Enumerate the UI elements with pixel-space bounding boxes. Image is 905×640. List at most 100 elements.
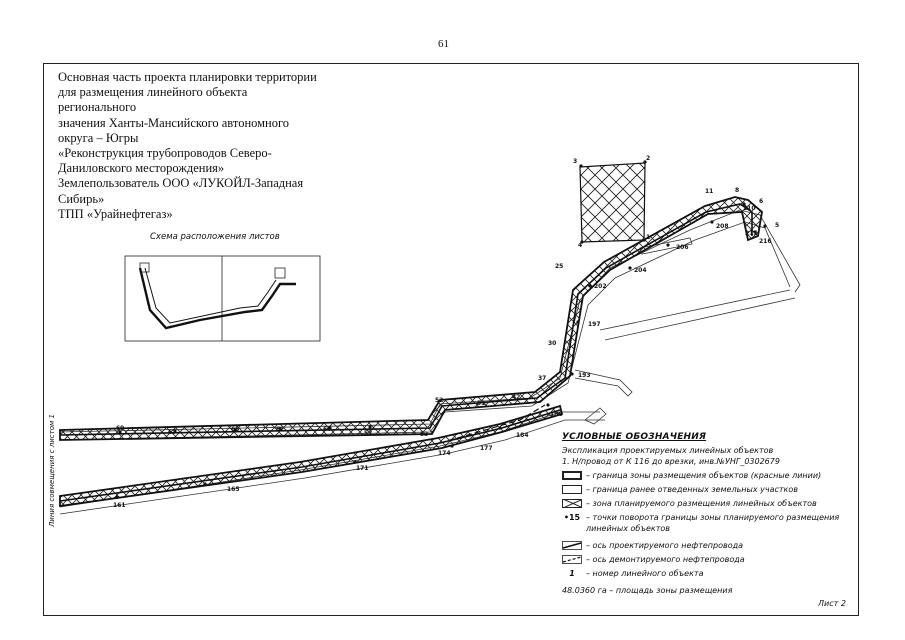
turn-point (642, 238, 646, 242)
map-point-label: 65 (231, 426, 239, 433)
turn-point (576, 320, 580, 324)
map-point-label: 174 (438, 450, 451, 457)
legend-continuation: линейных объектов (586, 524, 670, 533)
turn-point (579, 164, 583, 168)
legend-item-text: – ось проектируемого нефтепровода (586, 541, 744, 550)
site-area (579, 162, 646, 243)
turn-point (353, 460, 357, 464)
map-point-label: 30 (548, 340, 556, 347)
turn-point (498, 426, 502, 430)
title-line: Землепользователь ООО «ЛУКОЙЛ-Западная (58, 176, 304, 191)
axis-projected-north (59, 203, 753, 436)
inset-pipeline-2 (144, 267, 277, 324)
map-point-label: 37 (538, 375, 546, 382)
turn-point (666, 243, 670, 247)
map-point-label: 8 (735, 187, 739, 194)
legend-area-line: 48.0360 га – площадь зоны размещения (562, 586, 733, 595)
map-point-label: 186 (550, 411, 563, 418)
inset-frame (124, 255, 321, 342)
turn-point (278, 427, 282, 431)
axis-dismantled (439, 404, 546, 444)
map-point-label: 11 (705, 188, 713, 195)
map-point-label: 177 (480, 445, 493, 452)
allotted-small (584, 407, 607, 425)
allotted-road (599, 289, 796, 341)
inset-site-2 (274, 267, 286, 279)
title-line: Даниловского месторождения» (58, 161, 225, 176)
map-point-label: 42 (512, 394, 520, 401)
legend-item-text: – зона планируемого размещения линейных … (586, 499, 817, 508)
turn-point-symbol: •15 (563, 513, 581, 522)
turn-point (580, 240, 584, 244)
turn-point (328, 426, 332, 430)
turn-point (203, 482, 207, 486)
planned-zone (59, 196, 763, 508)
zone-corridor-south (59, 404, 564, 508)
zone-corridor-north (59, 196, 763, 441)
legend-item-allotted: – граница ранее отведенных земельных уча… (562, 484, 852, 495)
turn-point (173, 429, 177, 433)
object-number-symbol: 1 (569, 569, 575, 578)
turn-point (643, 160, 647, 164)
map-point-label: 210 (743, 205, 756, 212)
map-point-label: 52 (435, 397, 443, 404)
legend-item-red-lines: – граница зоны размещения объектов (крас… (562, 470, 852, 481)
legend-item-turn-points: •15 – точки поворота границы зоны планир… (562, 512, 852, 523)
legend-explication-title: Экспликация проектируемых линейных объек… (562, 446, 774, 455)
map-point-label: 53 (420, 431, 428, 438)
map-point-label: 3 (573, 158, 577, 165)
dismantled-axis-swatch (562, 555, 582, 564)
hatched-zone-swatch (562, 499, 582, 508)
inset-scheme (124, 255, 321, 342)
turn-point (233, 428, 237, 432)
turn-point (115, 495, 119, 499)
turn-point (588, 284, 592, 288)
legend: УСЛОВНЫЕ ОБОЗНАЧЕНИЯ Экспликация проекти… (562, 432, 852, 596)
turn-point (118, 430, 122, 434)
map-point-label: 60 (323, 426, 331, 433)
map-point-label: 216 (759, 238, 772, 245)
legend-item-dismantled-axis: – ось демонтируемого нефтепровода (562, 554, 852, 565)
turn-point (570, 372, 574, 376)
map-point-label: 206 (676, 244, 689, 251)
title-line: для размещения линейного объекта (58, 85, 248, 100)
inset-label: Схема расположения листов (150, 232, 280, 242)
sheet-label: Лист 2 (818, 599, 846, 608)
map-point-label: 6 (759, 198, 763, 205)
red-boundary-swatch (562, 471, 582, 480)
turn-point (742, 202, 746, 206)
title-line: округа – Югры (58, 130, 139, 145)
allotted-line-4 (59, 419, 605, 515)
turn-point (546, 403, 550, 407)
title-line: регионального (58, 100, 137, 115)
map-point-label: 4 (578, 242, 582, 249)
map-point-label: 69 (116, 425, 124, 432)
sheet-frame (43, 63, 859, 616)
map-point-label: 193 (578, 372, 591, 379)
map-point-label: 51 (477, 400, 485, 407)
map-point-label: 165 (227, 486, 240, 493)
legend-object-line: 1. Н/провод от К 116 до врезки, инв.№УНГ… (562, 457, 780, 466)
legend-item-zone: – зона планируемого размещения линейных … (562, 498, 852, 509)
title-line: значения Ханты-Мансийского автономного (58, 115, 290, 130)
turn-points (115, 160, 767, 499)
inset-site-1 (139, 262, 150, 273)
map-point-label: 202 (594, 283, 607, 290)
title-block: Основная часть проекта планировки террит… (58, 70, 343, 222)
legend-item-projected-axis: – ось проектируемого нефтепровода (562, 540, 852, 551)
turn-point (628, 266, 632, 270)
map-point-label: 57 (364, 430, 372, 437)
turn-point (450, 444, 454, 448)
page-number: 61 (438, 38, 449, 50)
title-line: Основная часть проекта планировки террит… (58, 70, 317, 84)
allotted-boundary-swatch (562, 485, 582, 494)
map-point-label: 2 (646, 155, 650, 162)
legend-item-text: – точки поворота границы зоны планируемо… (586, 513, 840, 522)
map-point-label: 161 (113, 502, 126, 509)
title-line: «Реконструкция трубопроводов Северо- (58, 146, 272, 161)
turn-point (753, 230, 757, 234)
inset-pipeline (138, 267, 296, 330)
legend-item-text: – номер линейного объекта (586, 569, 704, 578)
projected-axis-swatch (562, 541, 582, 550)
